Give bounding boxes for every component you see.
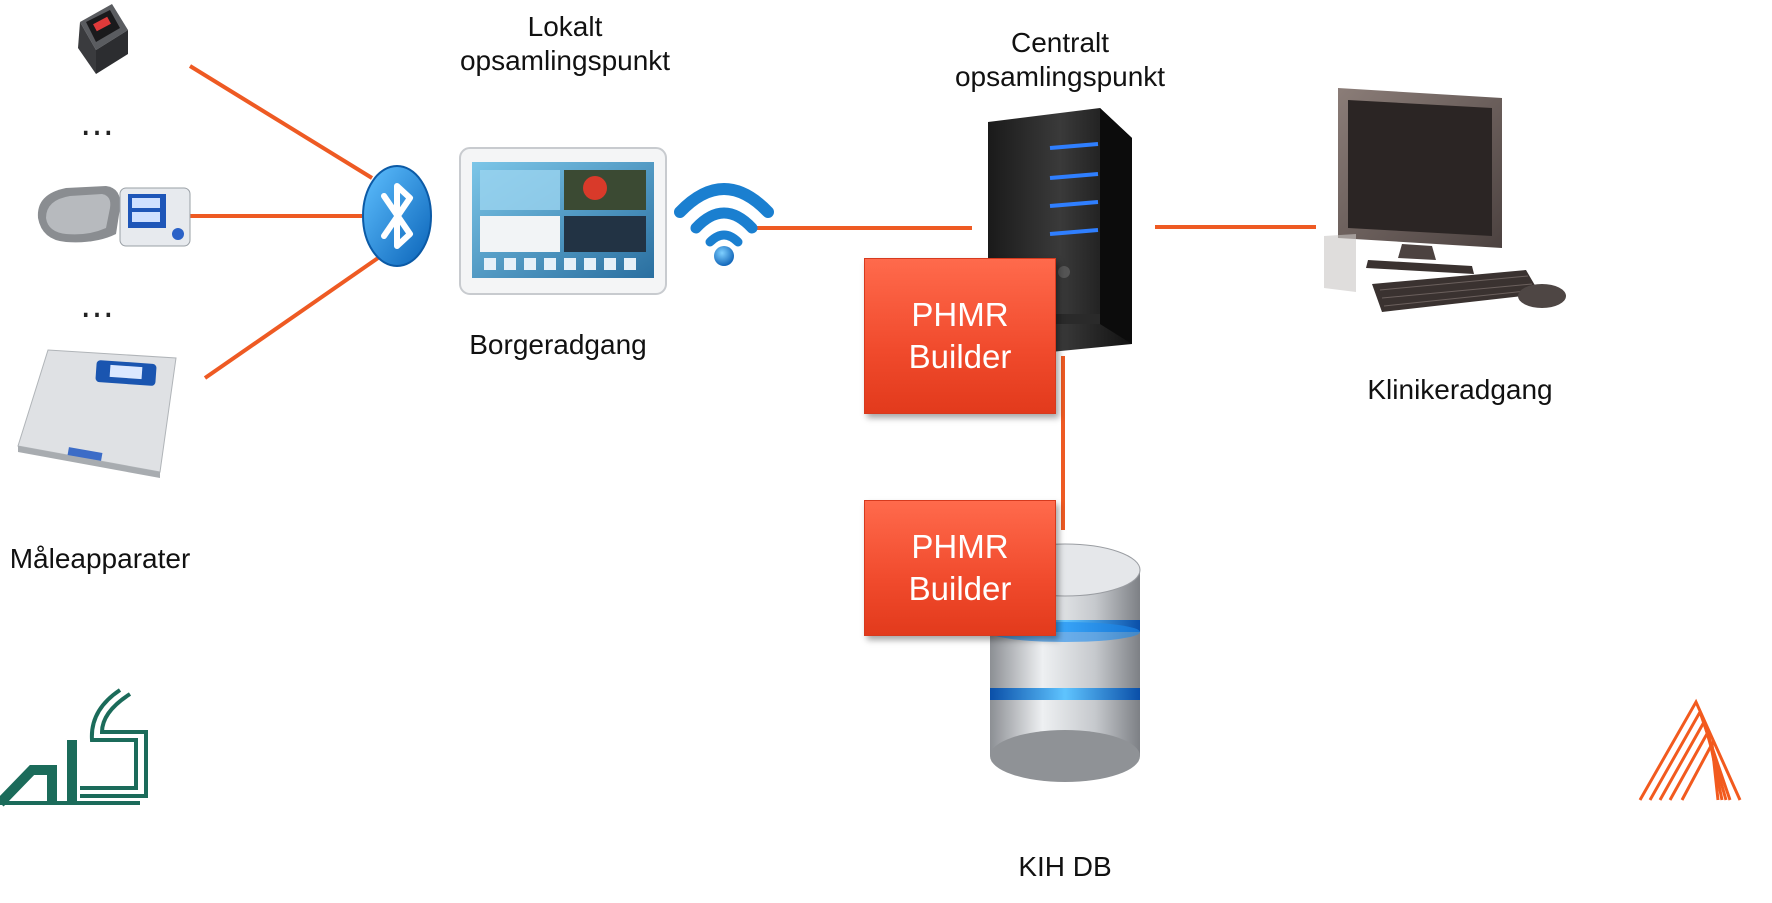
central-collection-point-label: Centralt opsamlingspunkt xyxy=(945,26,1175,94)
blood-pressure-monitor-icon xyxy=(37,186,191,247)
citizen-access-label: Borgeradgang xyxy=(469,329,647,360)
logo-right xyxy=(1638,698,1742,801)
local-point-line2: opsamlingspunkt xyxy=(459,45,671,76)
phmr-database-line2: Builder xyxy=(908,570,1012,607)
connector-oximeter-bluetooth xyxy=(188,64,374,180)
wifi-icon xyxy=(674,183,774,266)
local-point-line1: Lokalt xyxy=(527,11,603,42)
tablet-icon xyxy=(459,147,667,295)
ellipsis-top: … xyxy=(80,104,120,144)
logo-left xyxy=(0,688,148,807)
phmr-central-line2: Builder xyxy=(908,338,1012,375)
phmr-central-line1: PHMR xyxy=(911,296,1009,333)
ellipsis-bottom: … xyxy=(80,286,120,326)
bluetooth-icon xyxy=(362,165,432,267)
database-label: KIH DB xyxy=(1018,851,1112,882)
connector-lines xyxy=(188,64,1316,530)
central-point-line1: Centralt xyxy=(1010,27,1110,58)
pulse-oximeter-icon xyxy=(78,4,128,74)
phmr-builder-database: PHMR Builder xyxy=(864,500,1056,636)
clinician-access-label: Klinikeradgang xyxy=(1367,374,1553,405)
phmr-builder-central: PHMR Builder xyxy=(864,258,1056,414)
central-point-line2: opsamlingspunkt xyxy=(954,61,1166,92)
connector-scale-bluetooth xyxy=(203,256,380,380)
measuring-devices-label: Måleapparater xyxy=(9,543,191,574)
local-collection-point-label: Lokalt opsamlingspunkt xyxy=(455,10,675,78)
desktop-computer-icon xyxy=(1324,88,1566,312)
weighing-scale-icon xyxy=(17,349,177,478)
phmr-database-line1: PHMR xyxy=(911,528,1009,565)
